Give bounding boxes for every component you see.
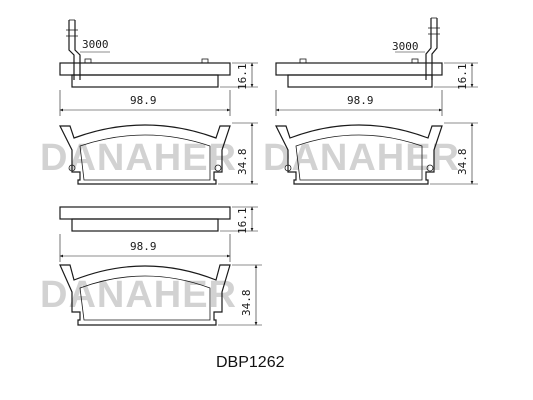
part-number: DBP1262	[216, 354, 285, 371]
wire-length-label: 3000	[392, 40, 419, 53]
thickness-label: 16.1	[236, 64, 249, 91]
height-label: 34.8	[456, 149, 469, 176]
length-label: 98.9	[130, 94, 157, 107]
pad-side-view-with-sensor-right: 3000 16.1 98.9	[275, 17, 478, 116]
brand-watermark: DANAHER	[40, 137, 237, 179]
thickness-label: 16.1	[236, 208, 249, 235]
pad-front-view-bottom: 34.8	[59, 264, 262, 326]
brand-watermark: DANAHER	[40, 274, 237, 316]
pad-side-view-with-sensor-left: 3000 16.1 98.9	[59, 19, 258, 116]
length-label: 98.9	[130, 240, 157, 253]
pad-front-view-left: 34.8	[59, 122, 258, 185]
thickness-label: 16.1	[456, 64, 469, 91]
pad-side-view: 16.1 98.9	[59, 206, 258, 262]
brand-watermark: DANAHER	[263, 137, 460, 179]
wire-length-label: 3000	[82, 38, 109, 51]
pad-front-view-right: 34.8	[275, 122, 478, 185]
height-label: 34.8	[240, 290, 253, 317]
height-label: 34.8	[236, 149, 249, 176]
length-label: 98.9	[347, 94, 374, 107]
